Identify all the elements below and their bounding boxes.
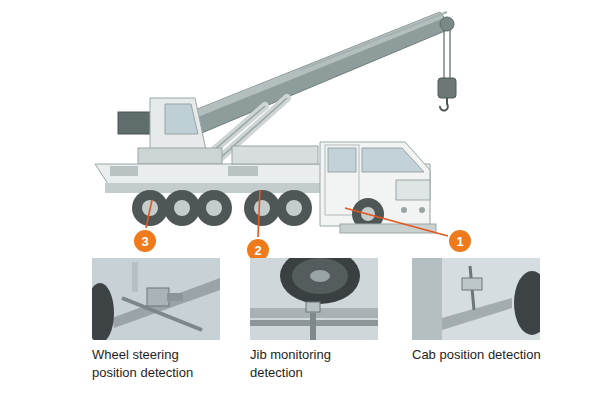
detail-photo: Jib monitoring detection	[250, 258, 380, 382]
operator-cab	[150, 98, 206, 150]
windshield	[362, 148, 424, 172]
wheel	[244, 190, 280, 226]
cab-frame	[412, 258, 442, 340]
engine-housing	[232, 146, 318, 164]
leader-line	[146, 200, 152, 228]
detail-photo-image	[250, 258, 378, 340]
callout-number-text: 3	[141, 235, 148, 248]
cab-door	[325, 145, 359, 215]
detail-photo: Cab position detection	[412, 258, 542, 364]
hoist-cable	[443, 30, 444, 80]
leader-line	[258, 190, 260, 237]
crane-boom	[175, 12, 452, 140]
wheel	[196, 190, 232, 226]
radiator-grille	[396, 180, 430, 200]
sensor-cylinder	[167, 293, 183, 301]
turntable	[138, 148, 222, 164]
wheel-hub	[174, 200, 190, 216]
wheel-hub	[310, 270, 330, 282]
tire	[92, 283, 114, 340]
callout-number-text: 2	[254, 244, 261, 257]
detail-photo: Wheel steering position detection	[92, 258, 222, 382]
wheel-hub	[206, 200, 222, 216]
detail-caption: Cab position detection	[412, 346, 542, 364]
tire	[514, 271, 540, 335]
headlight	[401, 207, 407, 213]
boom-sheave	[440, 17, 454, 31]
callout-number: 2	[247, 239, 269, 261]
detail-caption: Wheel steering position detection	[92, 346, 222, 382]
wheel-hub	[286, 200, 302, 216]
wheel	[164, 190, 200, 226]
hook-block	[438, 78, 456, 98]
frame-strut	[442, 298, 512, 330]
callout-number-text: 1	[456, 235, 463, 248]
outrigger-box	[110, 166, 138, 176]
detail-caption: Jib monitoring detection	[250, 346, 380, 382]
hoist-cable	[449, 30, 450, 80]
wheel	[276, 190, 312, 226]
headlight	[419, 207, 425, 213]
outrigger-box	[228, 166, 258, 176]
callout-number: 1	[449, 230, 471, 252]
operator-cab-window	[165, 104, 198, 134]
crane-hook	[440, 98, 448, 111]
detail-photo-image	[92, 258, 220, 340]
boom-section-line	[300, 12, 447, 70]
axle-beam	[112, 278, 220, 328]
bracket	[132, 262, 138, 292]
side-window	[328, 148, 356, 172]
leader-line	[345, 208, 448, 236]
support-leg	[310, 313, 316, 340]
chassis-skirt	[105, 183, 340, 193]
callout-number: 3	[134, 230, 156, 252]
wheel-hub	[254, 200, 270, 216]
detail-photo-image	[412, 258, 540, 340]
position-sensor	[462, 278, 482, 290]
position-sensor	[147, 288, 169, 306]
tire	[280, 258, 360, 304]
position-sensor	[306, 302, 320, 312]
tire-tread	[292, 258, 348, 294]
